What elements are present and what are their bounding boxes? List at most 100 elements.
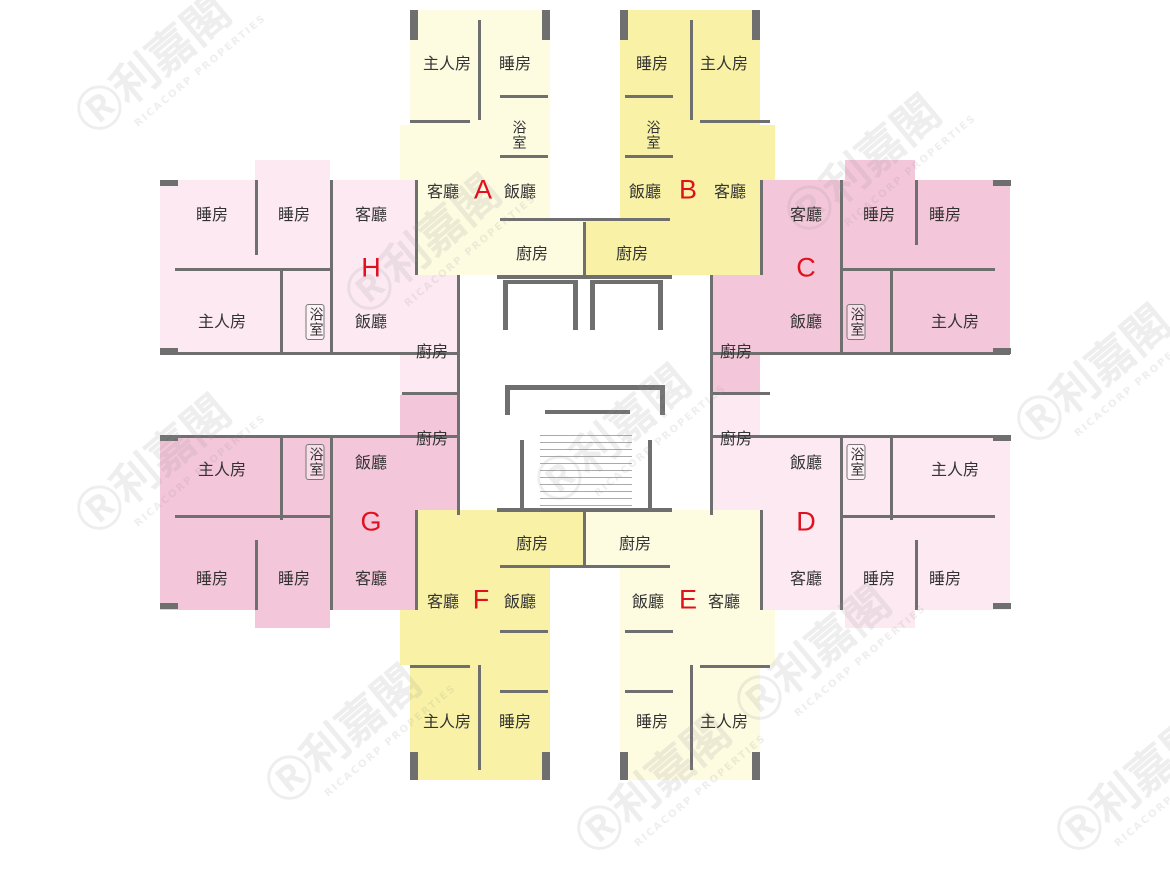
wall (545, 410, 630, 414)
unit-h-area (415, 275, 460, 395)
wall (625, 690, 673, 693)
room-label: 飯廳 (631, 592, 665, 611)
wall (505, 385, 510, 415)
unit-letter-b: B (678, 174, 698, 205)
wall (710, 395, 713, 515)
room-label: 浴室 (644, 120, 661, 150)
wall (620, 752, 628, 780)
wall (993, 180, 1011, 186)
room-label: 客廳 (713, 182, 747, 201)
room-label: 主人房 (699, 54, 749, 73)
wall (625, 95, 673, 98)
room-label: 廚房 (515, 534, 549, 553)
unit-c-area (710, 275, 760, 395)
wall (410, 10, 418, 40)
room-label: 浴室 (305, 444, 325, 480)
stair-step (540, 442, 632, 443)
unit-letter-f: F (472, 584, 490, 615)
room-label: 飯廳 (354, 453, 388, 472)
room-label: 廚房 (719, 429, 753, 448)
room-label: 睡房 (928, 569, 962, 588)
room-label: 客廳 (426, 592, 460, 611)
wall (840, 435, 843, 610)
room-label: 飯廳 (503, 182, 537, 201)
room-label: 飯廳 (628, 182, 662, 201)
unit-d-area (710, 395, 760, 515)
unit-b-area (620, 125, 775, 180)
unit-h-area (255, 160, 330, 180)
wall (542, 10, 550, 40)
unit-h-area (400, 305, 420, 395)
wall (330, 435, 333, 610)
room-label: 浴室 (846, 444, 866, 480)
wall (410, 120, 470, 123)
room-label: 主人房 (422, 712, 472, 731)
wall (752, 10, 760, 40)
room-label: 客廳 (354, 205, 388, 224)
wall (160, 348, 178, 354)
wall (915, 540, 918, 610)
room-label: 客廳 (789, 569, 823, 588)
wall (478, 20, 481, 120)
wall (620, 10, 628, 40)
unit-b-area (585, 220, 620, 275)
stair-step (540, 470, 632, 471)
wall (752, 752, 760, 780)
room-label: 主人房 (197, 460, 247, 479)
wall (415, 510, 418, 610)
room-label: 飯廳 (503, 592, 537, 611)
unit-letter-d: D (796, 506, 816, 537)
wall (280, 268, 283, 353)
wall (648, 440, 652, 510)
wall (660, 385, 665, 415)
wall (658, 280, 663, 330)
unit-letter-e: E (678, 584, 698, 615)
wall (330, 180, 333, 355)
unit-d-area (760, 435, 1010, 610)
wall (175, 515, 330, 518)
wall (573, 280, 578, 330)
wall (500, 218, 670, 221)
wall (710, 352, 1010, 355)
stair-step (540, 463, 632, 464)
wall (590, 280, 595, 330)
room-label: 廚房 (515, 244, 549, 263)
wall (457, 395, 460, 515)
wall (160, 352, 460, 355)
room-label: 睡房 (498, 54, 532, 73)
unit-b-area (620, 180, 760, 275)
room-label: 睡房 (635, 54, 669, 73)
unit-e-area (620, 610, 775, 665)
wall (402, 392, 460, 395)
room-label: 睡房 (928, 205, 962, 224)
wall (583, 222, 586, 277)
unit-d-area (845, 610, 915, 628)
room-label: 睡房 (277, 569, 311, 588)
wall (280, 435, 283, 520)
unit-g-area (255, 610, 330, 628)
unit-g-area (400, 395, 460, 515)
wall (890, 268, 893, 353)
room-label: 睡房 (862, 205, 896, 224)
stair-step (540, 498, 632, 499)
room-label: 主人房 (930, 312, 980, 331)
room-label: 廚房 (415, 342, 449, 361)
room-label: 主人房 (699, 712, 749, 731)
wall (840, 268, 995, 271)
wall (700, 665, 770, 668)
wall (500, 690, 548, 693)
stair-step (540, 491, 632, 492)
room-label: 睡房 (635, 712, 669, 731)
wall (690, 665, 693, 770)
wall (583, 510, 586, 565)
room-label: 主人房 (422, 54, 472, 73)
room-label: 廚房 (415, 429, 449, 448)
wall (410, 665, 470, 668)
wall (505, 385, 665, 390)
stair-step (540, 484, 632, 485)
room-label: 飯廳 (789, 453, 823, 472)
wall (625, 155, 673, 158)
